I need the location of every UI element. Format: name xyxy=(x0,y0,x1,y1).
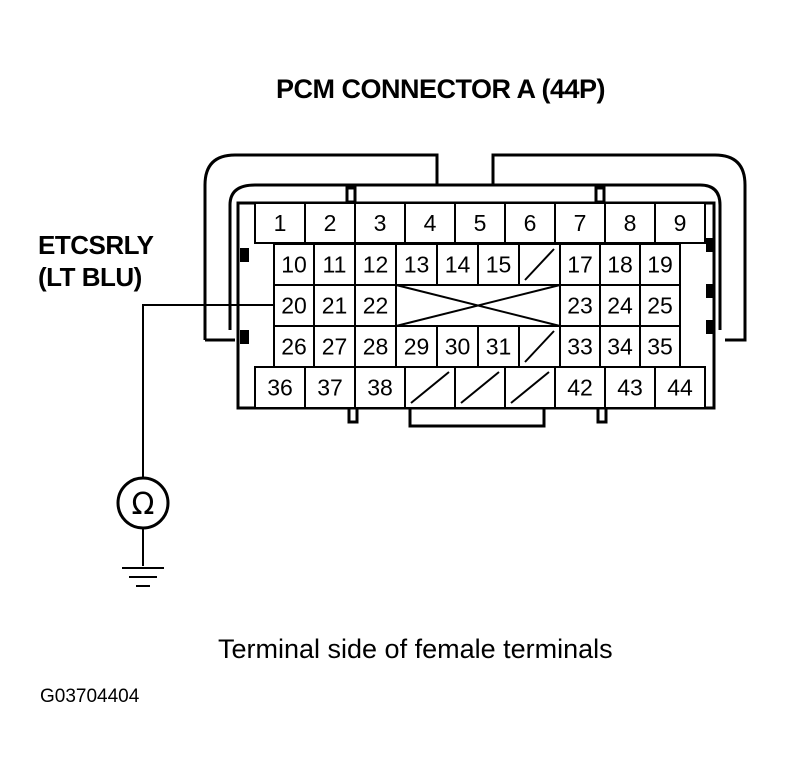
terminal-number: 3 xyxy=(374,210,387,236)
terminal-cell xyxy=(559,325,601,368)
terminal-number: 7 xyxy=(574,210,587,236)
terminal-cell xyxy=(354,366,406,409)
terminal-cell xyxy=(559,284,601,327)
blank-cavity-slash xyxy=(410,371,450,404)
terminal-number: 6 xyxy=(524,210,537,236)
terminal-cell xyxy=(304,366,356,409)
terminal-number: 23 xyxy=(567,293,593,319)
terminal-number: 27 xyxy=(322,334,348,360)
terminal-number: 10 xyxy=(281,252,307,278)
wire-label-color: (LT BLU) xyxy=(38,262,142,292)
terminal-number: 25 xyxy=(647,293,673,319)
blank-cavity-slash xyxy=(524,248,555,281)
terminal-cell xyxy=(554,366,606,409)
terminal-cell xyxy=(254,202,306,244)
terminal-cell xyxy=(354,202,406,244)
blank-cavity-slash xyxy=(460,371,500,404)
terminal-number: 26 xyxy=(281,334,307,360)
terminal-cell xyxy=(604,202,656,244)
terminal-number: 22 xyxy=(363,293,389,319)
ground-icon xyxy=(122,567,164,587)
terminal-number: 1 xyxy=(274,210,287,236)
terminal-number: 20 xyxy=(281,293,307,319)
terminal-number: 34 xyxy=(607,334,633,360)
ohm-symbol: Ω xyxy=(132,487,155,522)
terminal-number: 21 xyxy=(322,293,348,319)
terminal-number: 36 xyxy=(267,375,293,401)
terminal-cell xyxy=(599,325,641,368)
terminal-number: 38 xyxy=(367,375,393,401)
terminal-cell xyxy=(639,284,681,327)
blank-cavity-slash xyxy=(524,330,555,363)
terminal-number: 17 xyxy=(567,252,593,278)
terminal-number: 11 xyxy=(323,252,347,278)
terminal-number: 24 xyxy=(607,293,633,319)
terminal-number: 30 xyxy=(445,334,471,360)
blank-cavity-slash xyxy=(510,371,550,404)
terminal-number: 37 xyxy=(317,375,343,401)
terminal-number: 29 xyxy=(404,334,430,360)
terminal-cell xyxy=(654,366,706,409)
ohmmeter-icon: Ω xyxy=(116,476,170,530)
terminal-number: 43 xyxy=(617,375,643,401)
terminal-cell xyxy=(313,243,356,286)
terminal-number: 5 xyxy=(474,210,487,236)
terminal-number: 9 xyxy=(674,210,687,236)
terminal-number: 44 xyxy=(667,375,693,401)
terminal-cell xyxy=(639,243,681,286)
terminal-number: 35 xyxy=(647,334,673,360)
terminal-number: 12 xyxy=(363,252,389,278)
terminal-cell xyxy=(436,325,479,368)
terminal-number: 31 xyxy=(486,334,512,360)
terminal-cell xyxy=(395,243,438,286)
terminal-cell xyxy=(477,325,520,368)
terminal-cell xyxy=(604,366,656,409)
terminal-number: 2 xyxy=(324,210,337,236)
terminal-number: 19 xyxy=(647,252,673,278)
diagram-caption: Terminal side of female terminals xyxy=(218,634,613,664)
latch-tabs xyxy=(240,238,715,344)
terminal-number: 4 xyxy=(424,210,437,236)
wire-label-name: ETCSRLY xyxy=(38,230,154,260)
terminal-number: 28 xyxy=(363,334,389,360)
terminal-number: 42 xyxy=(567,375,593,401)
terminal-number: 8 xyxy=(624,210,637,236)
terminal-number: 13 xyxy=(404,252,430,278)
probe-wire xyxy=(142,304,275,566)
terminal-number: 15 xyxy=(486,252,512,278)
figure-id: G03704404 xyxy=(40,686,140,707)
blocked-cross-line xyxy=(395,284,561,327)
terminal-number: 14 xyxy=(445,252,471,278)
terminal-cell xyxy=(313,325,356,368)
terminal-number: 18 xyxy=(607,252,633,278)
terminal-cell xyxy=(354,243,397,286)
terminal-cell xyxy=(639,325,681,368)
terminal-cell xyxy=(654,202,706,244)
terminal-number: 33 xyxy=(567,334,593,360)
diagram-title: PCM CONNECTOR A (44P) xyxy=(276,74,606,104)
